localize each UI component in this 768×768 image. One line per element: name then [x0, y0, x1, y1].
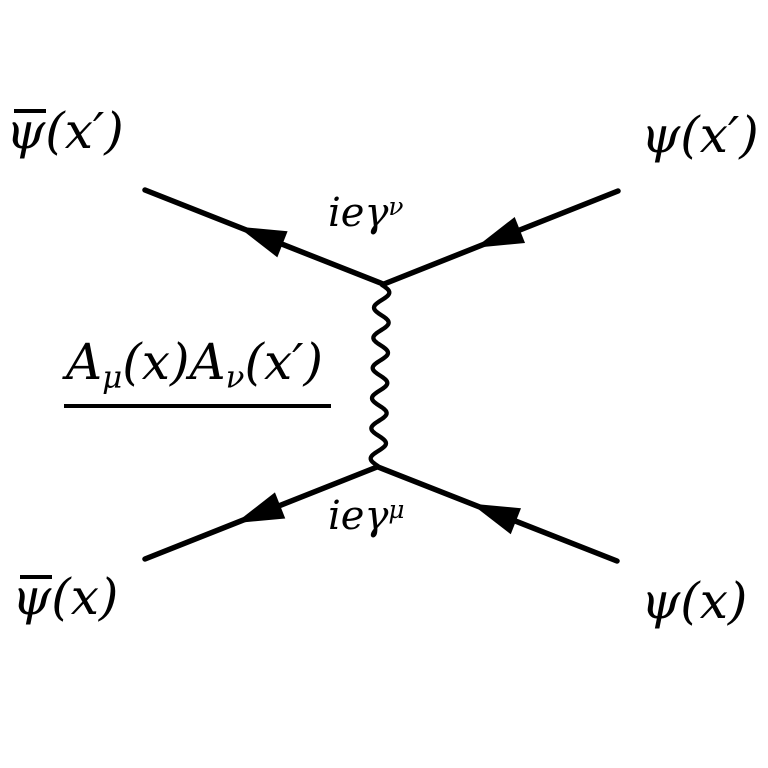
- label-psi-bar-x-prime: ψ(x′): [6, 104, 124, 159]
- label-vertex-bottom-coupling: ieγμ: [328, 494, 405, 538]
- ie-gamma: ieγ: [328, 190, 389, 236]
- nu-subscript: ν: [225, 359, 245, 396]
- photon-propagator-wavy-line: [368, 282, 392, 469]
- psi-glyph: ψ: [641, 106, 681, 164]
- psi-arg: (x): [680, 572, 748, 630]
- label-psi-x-prime: ψ(x′): [641, 108, 759, 163]
- fermion-arrow-lower-right: [471, 503, 522, 535]
- label-photon-contraction: Aμ(x)Aν(x′): [64, 333, 332, 408]
- arg-x-prime: (x′): [244, 333, 324, 391]
- A-field-1: A: [66, 333, 103, 391]
- label-psi-x: ψ(x): [641, 574, 747, 629]
- mu-superscript: μ: [388, 494, 405, 524]
- psi-glyph: ψ: [641, 572, 681, 630]
- arg-and-A-field-2: (x)A: [122, 333, 226, 391]
- psi-arg: (x′): [680, 106, 759, 164]
- fermion-arrow-upper-right: [475, 216, 526, 248]
- nu-superscript: ν: [388, 191, 404, 221]
- psi-bar-glyph: ψ: [6, 102, 47, 160]
- ie-gamma: ieγ: [328, 493, 389, 539]
- mu-subscript: μ: [102, 359, 123, 396]
- psi-arg: (x): [51, 568, 119, 626]
- psi-arg: (x′): [45, 102, 124, 160]
- label-psi-bar-x: ψ(x): [12, 570, 118, 625]
- fermion-arrow-upper-left: [237, 226, 288, 258]
- label-vertex-top-coupling: ieγν: [328, 191, 403, 235]
- fermion-arrow-lower-left: [235, 492, 286, 524]
- psi-bar-glyph: ψ: [12, 568, 53, 626]
